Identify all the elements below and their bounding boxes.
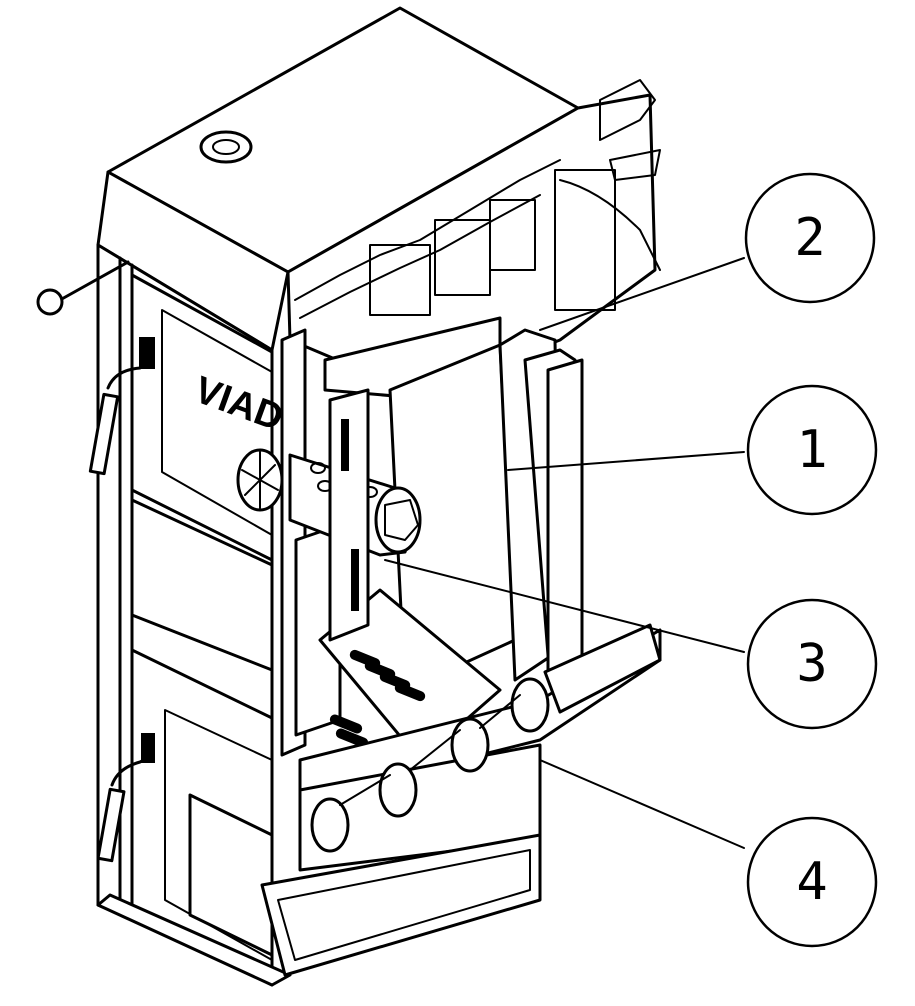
callout-1-label: 1 (796, 420, 827, 480)
boiler-casing (96, 6, 580, 987)
leader-line-2 (539, 257, 745, 331)
callout-2: 2 (744, 172, 876, 304)
callout-4-label: 4 (796, 852, 827, 912)
door-handle-upper (36, 260, 155, 476)
boiler-interior (236, 79, 662, 977)
leader-lines (384, 257, 745, 849)
leader-line-1 (507, 451, 745, 471)
callout-4: 4 (746, 816, 878, 948)
leader-line-3 (384, 559, 745, 653)
callout-3: 3 (746, 598, 878, 730)
callout-1: 1 (746, 384, 878, 516)
callout-3-label: 3 (796, 634, 827, 694)
callout-2-label: 2 (794, 208, 825, 268)
door-handle-lower (96, 733, 155, 863)
leader-line-4 (539, 759, 745, 849)
